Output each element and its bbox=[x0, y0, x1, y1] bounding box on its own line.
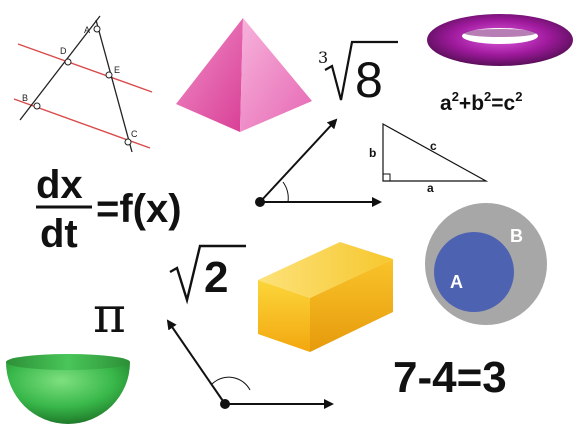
pythag-equals: = bbox=[491, 92, 503, 115]
label-c: C bbox=[131, 129, 138, 139]
angle-diagram-lower bbox=[166, 319, 334, 409]
pythag-b-exp: 2 bbox=[484, 89, 491, 104]
torus-shape bbox=[427, 14, 573, 66]
angle-upper-ray-diagonal bbox=[259, 118, 338, 203]
pi-symbol: π bbox=[93, 286, 126, 344]
right-angle-marker bbox=[383, 173, 391, 181]
angle-lower-arc bbox=[211, 376, 251, 391]
pythag-a-exp: 2 bbox=[452, 89, 459, 104]
venn-inner-set-a bbox=[434, 232, 514, 312]
angle-upper-arc bbox=[282, 181, 289, 203]
angle-upper-vertex bbox=[255, 197, 265, 207]
sqrt-two-radical bbox=[169, 244, 246, 305]
transversal-line-left bbox=[19, 15, 101, 121]
pythag-b: b bbox=[471, 92, 484, 115]
cuboid-left-face bbox=[258, 280, 310, 352]
label-a: A bbox=[84, 25, 90, 35]
label-e: E bbox=[114, 65, 120, 75]
point-b bbox=[33, 102, 41, 110]
pythagorean-equation: a2+b2=c2 bbox=[440, 89, 522, 115]
parallel-line-top bbox=[17, 43, 153, 93]
triangle-side-b: b bbox=[369, 146, 376, 160]
derivative-rhs: =f(x) bbox=[96, 187, 182, 231]
bowl-rim bbox=[6, 354, 130, 370]
cube-root-expression: 3 8 bbox=[318, 40, 398, 108]
transversal-diagram: A D E B C bbox=[13, 15, 153, 153]
derivative-expression: dx dt =f(x) bbox=[36, 163, 182, 256]
point-d bbox=[64, 58, 72, 66]
right-triangle: b c a bbox=[369, 122, 489, 195]
angle-diagram-upper bbox=[255, 118, 382, 207]
point-a bbox=[93, 25, 101, 33]
pythag-c: c bbox=[504, 92, 516, 115]
pythag-c-exp: 2 bbox=[515, 89, 522, 104]
point-e bbox=[105, 71, 113, 79]
pyramid-left-face bbox=[176, 18, 243, 132]
cuboid-shape bbox=[258, 242, 393, 352]
angle-lower-ray-diagonal bbox=[166, 319, 226, 405]
cube-root-radicand: 8 bbox=[355, 52, 383, 108]
venn-label-b: B bbox=[510, 226, 523, 246]
point-c bbox=[124, 138, 132, 146]
torus-inner-shadow bbox=[464, 29, 536, 37]
derivative-denominator: dt bbox=[40, 212, 78, 256]
derivative-numerator: dx bbox=[36, 163, 83, 207]
sqrt-two-expression: 2 bbox=[169, 244, 246, 305]
triangle-side-c: c bbox=[430, 139, 437, 153]
label-b: B bbox=[22, 93, 28, 103]
cuboid-right-face bbox=[310, 259, 393, 352]
pythag-plus: + bbox=[459, 92, 471, 115]
pyramid-shape bbox=[176, 18, 312, 132]
triangle-side-a: a bbox=[427, 181, 434, 195]
pythag-a: a bbox=[440, 92, 452, 115]
sqrt-two-radicand: 2 bbox=[204, 253, 228, 302]
right-triangle-outline bbox=[382, 122, 489, 182]
label-d: D bbox=[60, 46, 67, 56]
angle-lower-vertex bbox=[220, 399, 230, 409]
transversal-line-right bbox=[95, 19, 133, 153]
cube-root-radical bbox=[324, 40, 398, 101]
cuboid-top-face bbox=[258, 242, 393, 298]
venn-label-a: A bbox=[450, 272, 463, 292]
subtraction-equation: 7-4=3 bbox=[393, 353, 507, 402]
cube-root-index: 3 bbox=[318, 48, 328, 67]
pyramid-right-face bbox=[240, 18, 312, 132]
venn-diagram: B A bbox=[425, 203, 547, 325]
hemisphere-bowl bbox=[6, 354, 130, 424]
bowl-body bbox=[6, 362, 130, 424]
